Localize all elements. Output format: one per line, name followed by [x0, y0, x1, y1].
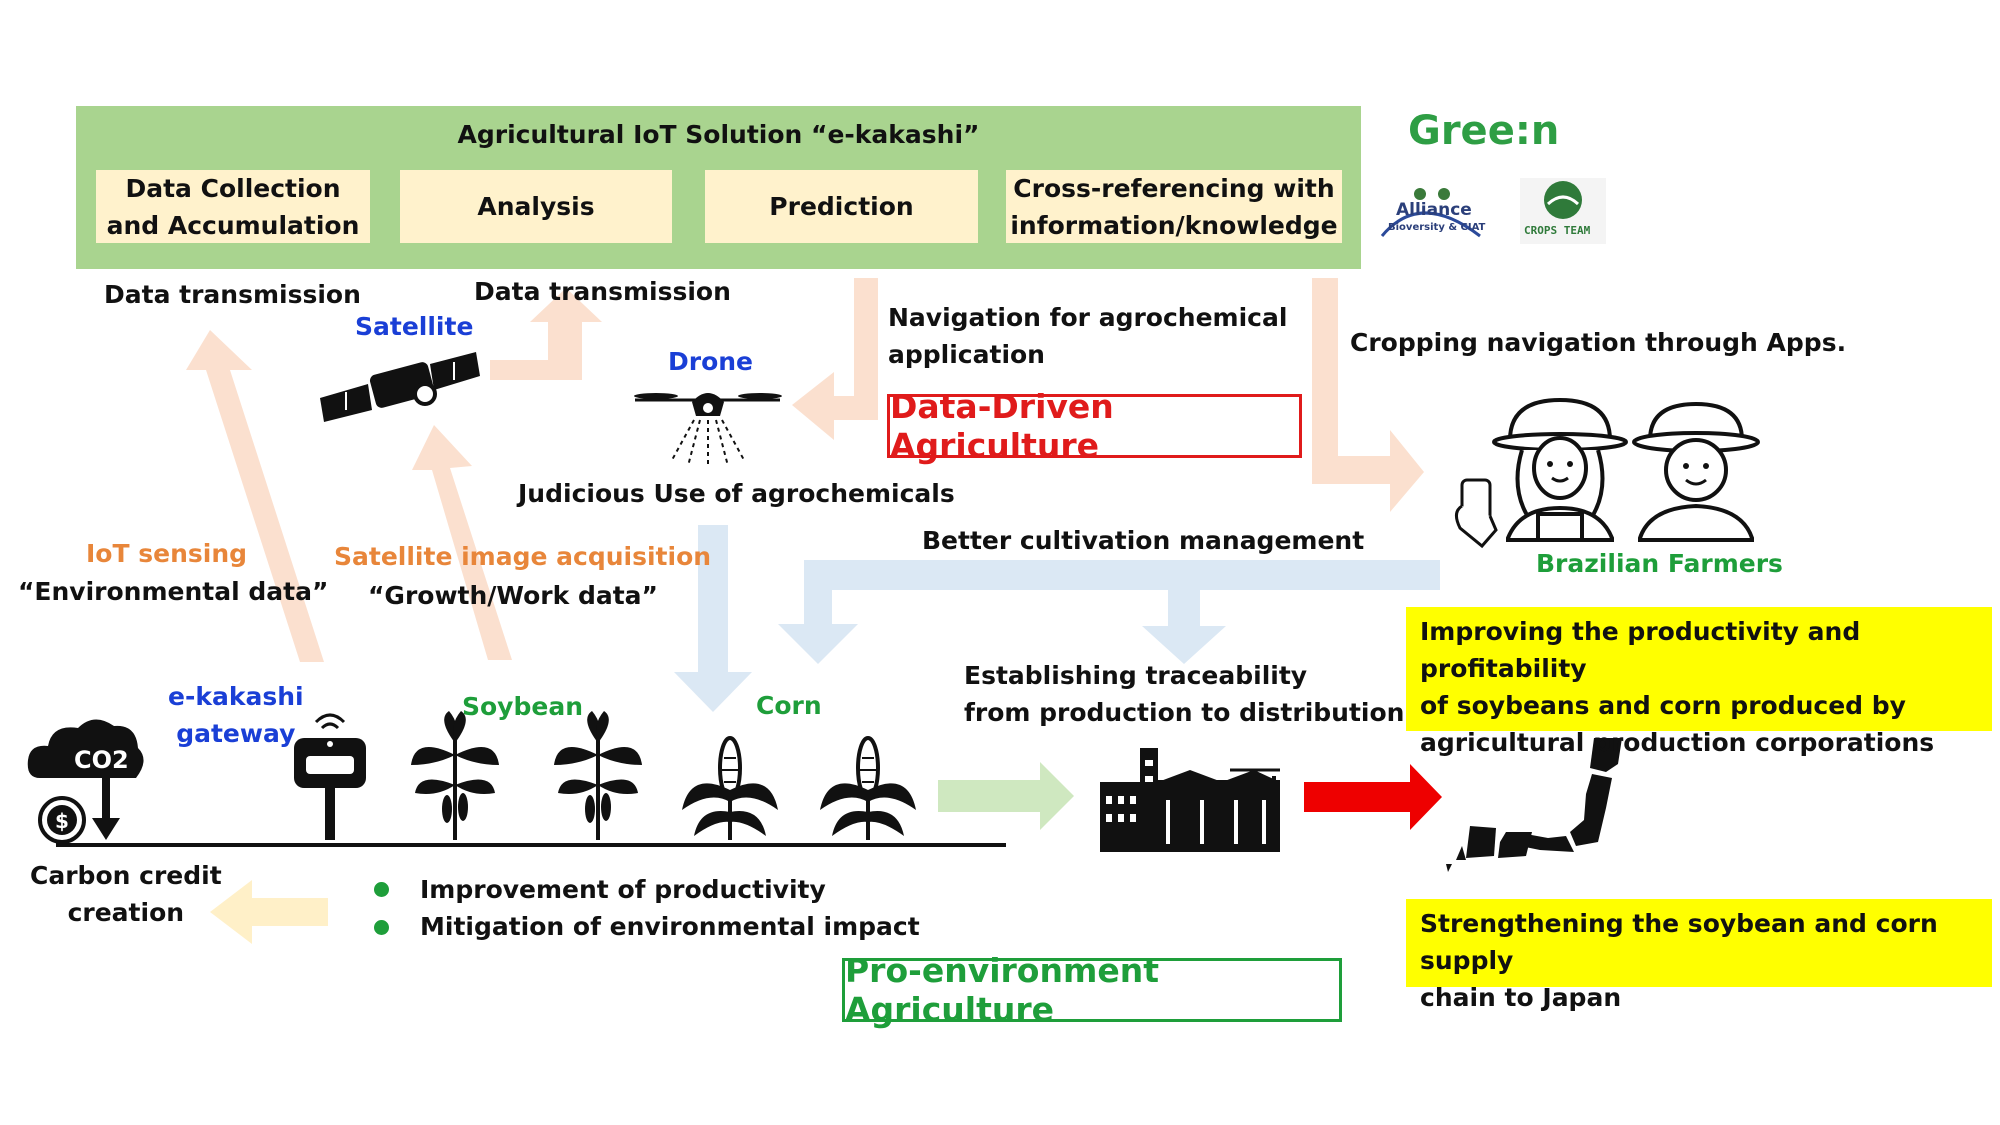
cell-cross-referencing: Cross-referencing with information/knowle… — [1006, 170, 1342, 243]
alliance-logo-text: Alliance — [1396, 200, 1472, 220]
banner-title: Agricultural IoT Solution “e-kakashi” — [457, 120, 980, 149]
alliance-logo-icon — [1380, 188, 1481, 238]
gateway-label: e-kakashi gateway — [168, 678, 304, 752]
cropping-navigation-label: Cropping navigation through Apps. — [1350, 328, 1847, 357]
carbon-line2: creation — [67, 898, 185, 927]
cell-data-collection: Data Collection and Accumulation — [96, 170, 370, 243]
navigation-label: Navigation for agrochemical application — [888, 299, 1287, 373]
bullet-mitigation — [374, 920, 389, 935]
gateway-line1: e-kakashi — [168, 682, 304, 711]
crops-to-factory-arrow — [938, 762, 1074, 830]
traceability-line1: Establishing traceability — [964, 661, 1308, 690]
svg-text:$: $ — [55, 809, 69, 833]
drone-to-crops-arrow — [674, 525, 752, 712]
better-management-arrow — [778, 560, 1440, 664]
japan-map-icon — [1446, 738, 1622, 872]
factory-to-japan-arrow — [1304, 764, 1442, 830]
gateway-line2: gateway — [176, 719, 296, 748]
cell-line1: Prediction — [769, 192, 914, 221]
green-logo: Gree:n — [1408, 108, 1560, 154]
satellite-label: Satellite — [355, 312, 474, 341]
traceability-line2: from production to distribution — [964, 698, 1405, 727]
gateway-icon — [294, 713, 366, 840]
mitigation-label: Mitigation of environmental impact — [420, 912, 920, 941]
farmer-woman-icon — [1492, 397, 1628, 542]
satellite-icon — [320, 352, 480, 422]
corn-label: Corn — [756, 691, 822, 720]
carbon-line1: Carbon credit — [30, 861, 222, 890]
carbon-credit-label: Carbon credit creation — [30, 857, 222, 931]
traceability-label: Establishing traceability from productio… — [964, 657, 1404, 731]
data-transmission-right: Data transmission — [474, 277, 731, 306]
navigation-line1: Navigation for agrochemical — [888, 303, 1288, 332]
productivity-goal-box: Improving the productivity and profitabi… — [1406, 607, 1992, 757]
data-driven-label: Data-Driven Agriculture — [890, 387, 1114, 465]
supply-line: chain to Japan — [1420, 983, 1622, 1012]
traceability-down-arrow — [1142, 590, 1226, 664]
iot-sensing-label: IoT sensing — [86, 539, 248, 568]
satellite-transmission-arrow — [490, 288, 602, 380]
supply-chain-goal-box: Strengthening the soybean and corn suppl… — [1406, 899, 1992, 1012]
cell-line2: information/knowledge — [1010, 210, 1338, 240]
cell-line1: Data Collection — [125, 173, 341, 203]
co2-cloud-icon: $ — [27, 719, 144, 844]
drone-icon — [634, 393, 782, 468]
cropping-navigation-arrow — [1312, 278, 1424, 512]
corn-plant-icon — [820, 736, 916, 840]
navigation-line2: application — [888, 340, 1045, 369]
farmer-man-icon — [1632, 401, 1760, 542]
corn-plant-icon — [682, 736, 778, 840]
phone-icon — [1455, 478, 1498, 549]
bullet-improvement — [374, 882, 389, 897]
better-cultivation-label: Better cultivation management — [922, 526, 1365, 555]
data-transmission-left: Data transmission — [104, 280, 361, 309]
satellite-acquisition-label: Satellite image acquisition — [334, 542, 712, 571]
crops-team-logo-icon — [1520, 178, 1606, 244]
drone-label: Drone — [668, 347, 754, 376]
ground-line — [56, 843, 1006, 847]
environmental-data-label: “Environmental data” — [18, 577, 329, 606]
cell-prediction: Prediction — [705, 170, 978, 243]
judicious-label: Judicious Use of agrochemicals — [518, 479, 955, 508]
iot-sensing-arrow — [186, 330, 324, 662]
brazilian-farmers-label: Brazilian Farmers — [1536, 549, 1783, 578]
co2-label: CO2 — [74, 746, 129, 774]
satellite-acquisition-arrow — [412, 425, 512, 660]
factory-icon — [1100, 748, 1280, 852]
alliance-logo-subtext: Bioversity & CIAT — [1388, 222, 1486, 233]
crops-team-logo-text: CROPS TEAM — [1524, 224, 1591, 237]
productivity-line: of soybeans and corn produced by — [1420, 691, 1906, 720]
growth-data-label: “Growth/Work data” — [368, 581, 658, 610]
carbon-credit-arrow — [210, 880, 328, 944]
pro-environment-label: Pro-environment Agriculture — [845, 951, 1159, 1029]
cell-line2: and Accumulation — [106, 210, 360, 240]
data-driven-agriculture-box: Data-Driven Agriculture — [887, 387, 1302, 465]
cell-line1: Analysis — [477, 192, 595, 221]
soybean-label: Soybean — [462, 692, 583, 721]
navigation-arrow — [792, 278, 878, 440]
cell-analysis: Analysis — [400, 170, 672, 243]
soybean-plant-icon — [554, 711, 642, 840]
cell-line1: Cross-referencing with — [1013, 173, 1335, 203]
improvement-label: Improvement of productivity — [420, 875, 826, 904]
productivity-line: agricultural production corporations — [1420, 728, 1935, 757]
pro-environment-agriculture-box: Pro-environment Agriculture — [842, 951, 1342, 1029]
productivity-line: Improving the productivity and profitabi… — [1420, 617, 1861, 683]
soybean-plant-icon — [411, 711, 499, 840]
supply-line: Strengthening the soybean and corn suppl… — [1420, 909, 1938, 975]
